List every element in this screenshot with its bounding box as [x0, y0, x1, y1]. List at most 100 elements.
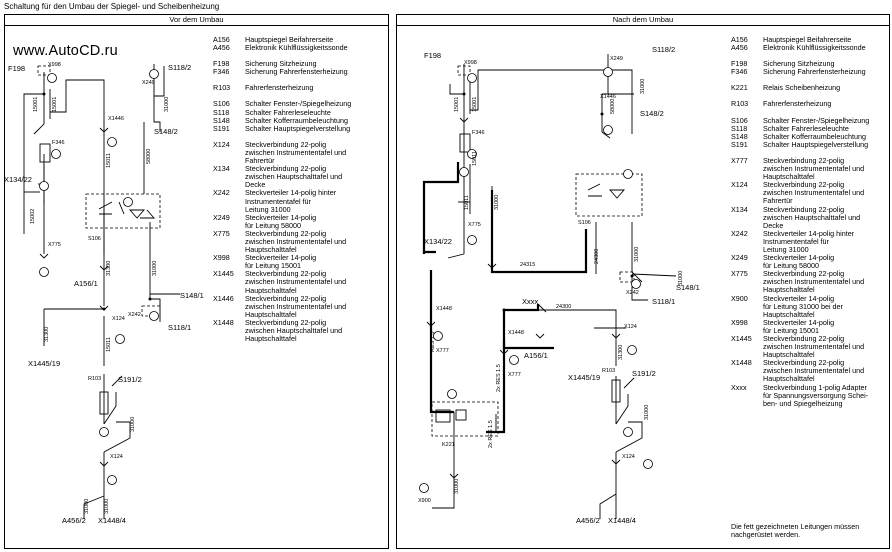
label-s148-1: S148/1: [180, 291, 204, 300]
legend-code: S148: [213, 115, 230, 125]
legend-description: Steckverbindung 22-polig zwischen Instru…: [245, 269, 347, 295]
legend-description: Sicherung Sitzheizung: [763, 59, 835, 69]
label-x134-22: X134/22: [424, 237, 452, 246]
label-a456-2: A456/2: [576, 516, 600, 525]
legend-description: Schalter Fahrerleseleuchte: [245, 107, 331, 117]
label-x900: X900: [418, 498, 431, 504]
legend-item: F198 Sicherung Sitzheizung: [213, 60, 385, 68]
wire-code: RES 1.5: [430, 332, 436, 352]
legend-code: S191: [213, 123, 230, 133]
legend-code: X124: [213, 139, 230, 149]
wire-code: 31000: [84, 499, 90, 514]
legend-description: Steckverbindung 22-polig zwischen Instru…: [763, 269, 865, 295]
label-s191-2: S191/2: [118, 375, 142, 384]
label-x1448b: X1448: [508, 330, 524, 336]
legend-item: X249 Steckverteiler 14-polig für Leitung …: [213, 212, 385, 230]
wire-code: 31000: [130, 417, 136, 432]
legend-description: Steckverteiler 14-polig für Leitung 5800…: [245, 212, 317, 230]
legend-code: X1445: [731, 334, 752, 343]
legend-item: F198 Sicherung Sitzheizung: [731, 60, 887, 68]
legend-description: Steckverteiler 14-polig für Leitung 1500…: [245, 253, 317, 271]
legend-code: X124: [731, 180, 748, 190]
wire-code: 15001: [52, 97, 58, 112]
label-s106: S106: [578, 220, 591, 226]
legend-description: Schalter Hauptspiegelverstellung: [245, 123, 351, 133]
wire-code: 24300: [594, 249, 600, 264]
label-x775: X775: [48, 242, 61, 248]
label-x124a: X124: [624, 324, 637, 330]
panel-title-after: Nach dem Umbau: [397, 15, 889, 26]
legend-code: X900: [731, 293, 748, 303]
footnote-bold-lines: Die fett gezeichneten Leitungen müssen n…: [731, 522, 860, 540]
legend-code: X1448: [731, 358, 752, 368]
wire-code: 15001: [472, 97, 478, 112]
label-x998: X998: [464, 60, 477, 66]
wire-code: 31000: [104, 499, 110, 514]
legend-code: F346: [731, 67, 748, 77]
legend-code: X134: [213, 164, 230, 174]
legend-description: Steckverbindung 22-polig zwischen Instru…: [763, 180, 865, 206]
legend-description: Steckverbindung 22-polig zwischen Instru…: [245, 139, 347, 166]
legend-description: Steckverbindung 22-polig zwischen Haupts…: [245, 317, 343, 344]
label-s106: S106: [88, 236, 101, 242]
wire-code: 15011: [464, 195, 470, 210]
legend-description: Steckverbindung 22-polig zwischen Instru…: [245, 293, 347, 319]
legend-description: Schalter Fenster-/Spiegelheizung: [763, 115, 870, 125]
legend-code: A156: [731, 35, 748, 44]
label-s118-2: S118/2: [652, 45, 675, 54]
wire-code: 31300: [106, 261, 112, 276]
legend-description: Steckverteiler 14-polig hinter Instrumen…: [245, 188, 337, 214]
label-s191-2: S191/2: [632, 369, 656, 378]
legend-description: Hauptspiegel Beifahrerseite: [245, 35, 334, 44]
legend-description: Schalter Kofferraumbeleuchtung: [245, 115, 348, 125]
legend-description: Sicherung Sitzheizung: [245, 59, 317, 69]
legend-description: Steckverbindung 22-polig zwischen Instru…: [245, 228, 347, 255]
wire-code: 31000: [152, 261, 158, 276]
legend-code: A456: [213, 43, 230, 53]
wire-code: 24315: [520, 262, 535, 268]
wire-code: 2x RES 1.5: [488, 420, 494, 448]
label-x1446: X1446: [108, 116, 124, 122]
label-x242: X242: [626, 290, 639, 296]
panel-title-before: Vor dem Umbau: [5, 15, 388, 26]
wire-code: 31300: [618, 345, 624, 360]
legend-code: X775: [213, 228, 230, 238]
label-x775: X775: [468, 222, 481, 228]
label-xxxx: Xxxx: [522, 297, 539, 306]
legend-code: R103: [731, 99, 749, 109]
legend-code: X249: [213, 212, 230, 222]
label-k221: K221: [442, 442, 455, 448]
legend-code: S106: [213, 99, 230, 109]
wire-code: 31000: [164, 97, 170, 112]
legend-code: F198: [213, 59, 230, 69]
legend-code: X777: [731, 155, 748, 165]
legend-item: X124 Steckverbindung 22-polig zwischen In…: [731, 181, 887, 205]
legend-item: S191 Schalter Hauptspiegelverstellung: [213, 123, 385, 133]
legend-description: Steckverbindung 22-polig zwischen Instru…: [763, 334, 865, 360]
legend-code: A156: [213, 35, 230, 44]
wire-code: 31000: [640, 79, 646, 94]
wire-code: 31000: [678, 271, 684, 286]
legend-code: F198: [731, 59, 748, 69]
legend-item: X134 Steckverbindung 22-polig zwischen Ha…: [213, 165, 385, 189]
legend-description: Steckverbindung 22-polig zwischen Haupts…: [245, 164, 343, 190]
label-x1448-4: X1448/4: [608, 516, 636, 525]
label-a156-1: A156/1: [524, 351, 548, 360]
label-x124b: X124: [622, 454, 635, 460]
legend-code: S148: [731, 131, 748, 141]
legend-description: Elektronik Kühlflüssigkeitssonde: [245, 43, 348, 53]
